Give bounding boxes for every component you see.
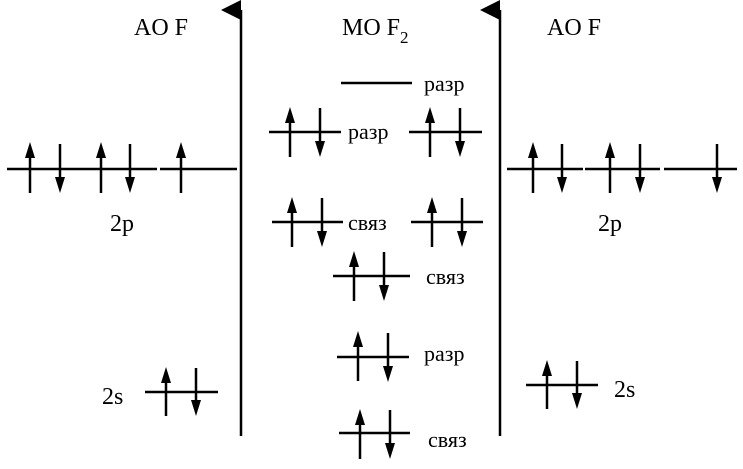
spin-down-arrow xyxy=(315,108,325,157)
spin-down-arrow xyxy=(125,144,135,193)
right-2p-orbitals xyxy=(507,142,737,193)
mo-sigma-s-anti-label: разр xyxy=(424,341,464,366)
right-ao-header: AO F xyxy=(547,15,601,41)
spin-down-arrow xyxy=(191,368,201,416)
mo-pi-bonding xyxy=(272,197,483,247)
spin-up-arrow xyxy=(605,142,615,193)
mo-sigma-s-bond-label: связ xyxy=(428,427,467,452)
right-2s-label: 2s xyxy=(614,377,635,403)
mo-sigma-s-antibonding xyxy=(337,331,409,382)
spin-up-arrow xyxy=(542,360,552,409)
spin-up-arrow xyxy=(355,409,365,459)
spin-down-arrow xyxy=(383,333,393,382)
mo-header-main: MO F xyxy=(342,15,400,41)
center-mo-header: MO F2 xyxy=(342,15,409,47)
spin-up-arrow xyxy=(349,251,359,301)
mo-header-subscript: 2 xyxy=(400,28,409,47)
spin-down-arrow xyxy=(572,361,582,409)
spin-up-arrow xyxy=(161,367,171,416)
mo-pi-antibonding xyxy=(269,107,482,157)
left-ao-header: AO F xyxy=(134,15,188,41)
spin-up-arrow xyxy=(285,107,295,157)
spin-up-arrow xyxy=(427,197,437,247)
left-2s-label: 2s xyxy=(102,384,123,410)
spin-up-arrow xyxy=(425,107,435,157)
spin-down-arrow xyxy=(557,144,567,193)
spin-down-arrow xyxy=(385,410,395,459)
mo-top-label: разр xyxy=(424,71,464,96)
spin-down-arrow xyxy=(379,252,389,301)
spin-up-arrow xyxy=(528,142,538,193)
left-2p-orbitals xyxy=(7,142,237,193)
spin-up-arrow xyxy=(353,331,363,381)
spin-down-arrow xyxy=(712,144,722,193)
spin-down-arrow xyxy=(635,144,645,193)
spin-up-arrow xyxy=(25,142,35,193)
right-2p-label: 2p xyxy=(598,211,622,237)
spin-down-arrow xyxy=(455,108,465,157)
spin-down-arrow xyxy=(55,144,65,193)
spin-up-arrow xyxy=(176,142,186,193)
mo-sigma-p-label: связ xyxy=(426,264,465,289)
spin-up-arrow xyxy=(287,197,297,247)
spin-up-arrow xyxy=(96,142,106,193)
spin-down-arrow xyxy=(457,198,467,247)
mo-pi-anti-label: разр xyxy=(348,119,388,144)
mo-sigma-p-bonding xyxy=(333,251,410,301)
left-2p-label: 2p xyxy=(110,211,134,237)
mo-sigma-s-bonding xyxy=(339,409,410,459)
spin-down-arrow xyxy=(317,198,327,247)
left-2s-orbital xyxy=(145,367,218,416)
mo-pi-bond-label: связ xyxy=(348,210,387,235)
right-2s-orbital xyxy=(526,360,598,409)
